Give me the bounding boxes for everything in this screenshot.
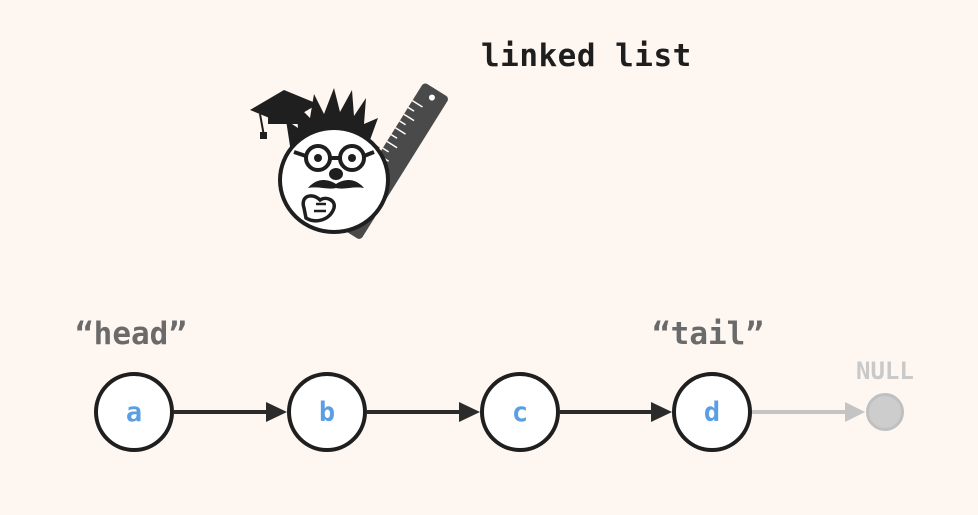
head-label: “head” <box>75 316 187 352</box>
hand-icon <box>301 194 336 223</box>
list-node-c: c <box>480 372 560 452</box>
null-node <box>866 393 904 431</box>
list-node-a: a <box>94 372 174 452</box>
arrow-a-to-b <box>174 402 287 422</box>
node-value: a <box>125 396 143 428</box>
list-node-b: b <box>287 372 367 452</box>
glasses-icon <box>293 144 375 172</box>
arrow-d-to-null <box>752 402 865 422</box>
arrow-c-to-d <box>560 402 672 422</box>
node-value: b <box>318 396 336 428</box>
node-value: c <box>511 396 529 428</box>
professor-with-ruler-icon <box>250 83 448 239</box>
arrow-b-to-c <box>367 402 480 422</box>
node-value: d <box>703 396 721 428</box>
graduation-cap-icon <box>250 90 318 139</box>
null-label: NULL <box>856 357 914 385</box>
mustache-icon <box>308 180 364 189</box>
list-node-d: d <box>672 372 752 452</box>
tail-label: “tail” <box>652 316 764 352</box>
diagram-title: linked list <box>481 38 692 74</box>
